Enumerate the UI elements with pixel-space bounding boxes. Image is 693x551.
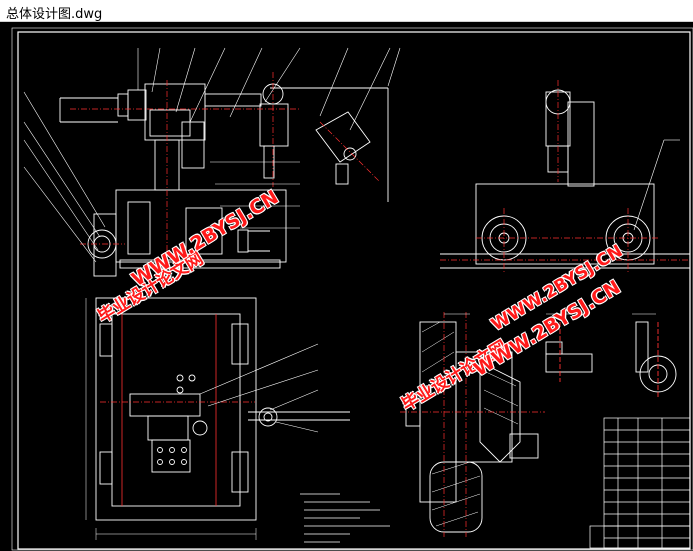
cad-drawing: [11, 27, 693, 551]
side-view-leaders: [633, 139, 680, 231]
section-hatch: [421, 321, 519, 527]
window-title: 总体设计图.dwg: [6, 7, 103, 22]
window-titlebar: 总体设计图.dwg: [0, 0, 693, 22]
detail-view-a: [545, 322, 593, 382]
plan-view-dimension: [85, 298, 257, 540]
plan-view-leaders: [199, 343, 319, 433]
title-block: [589, 525, 691, 549]
front-view-centerlines: [70, 72, 381, 272]
plan-view-centerlines: [100, 314, 255, 506]
parts-list-table: [603, 417, 691, 549]
technical-notes: [300, 493, 390, 543]
cad-drawing-canvas[interactable]: 毕业设计论文网 WWW.2BYSJ.CN 毕业设计论文网 WWW.2BYSJ.C…: [0, 22, 693, 551]
front-view-leaders: [23, 47, 401, 263]
side-view-centerlines: [440, 80, 690, 272]
front-view: [59, 83, 389, 277]
drawing-inner-border: [11, 27, 693, 551]
drawing-border: [17, 31, 691, 550]
section-view-centerlines: [400, 312, 545, 537]
plan-view: [95, 297, 350, 521]
side-view: [440, 89, 690, 269]
detail-view-b: [635, 321, 677, 398]
